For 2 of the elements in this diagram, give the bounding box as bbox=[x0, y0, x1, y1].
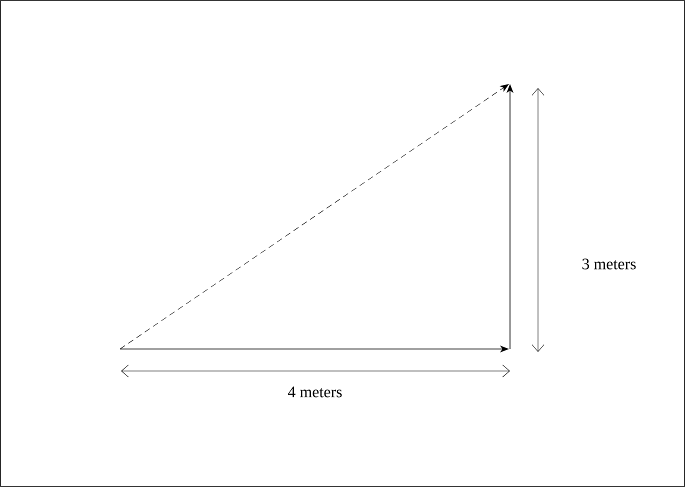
dimension-label: 4 meters bbox=[288, 386, 342, 398]
dimension-label: 3 meters bbox=[582, 258, 636, 270]
